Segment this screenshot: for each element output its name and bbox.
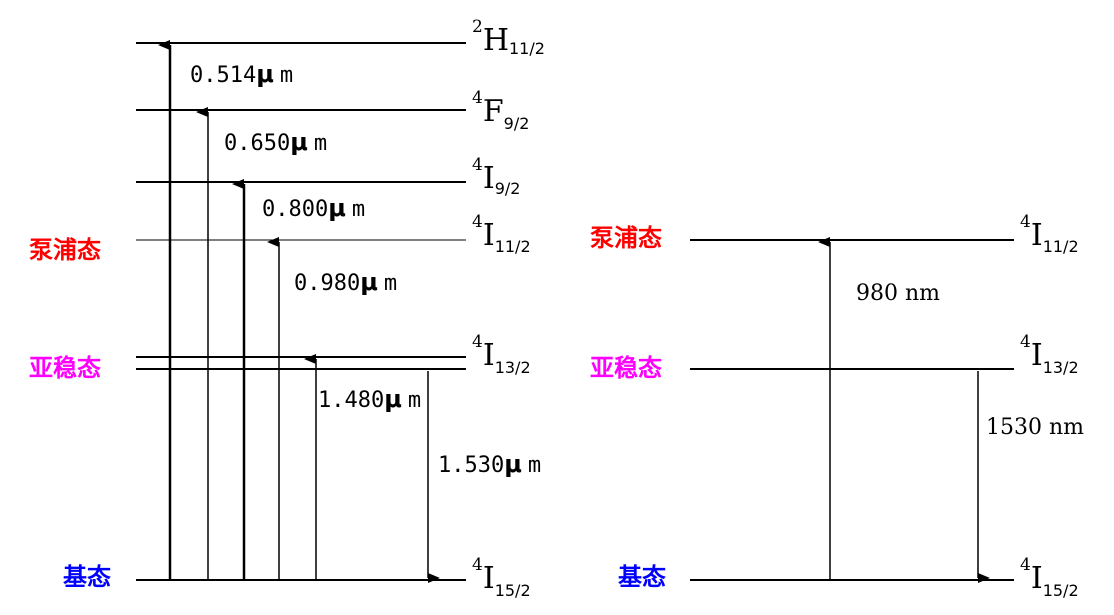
state-label-ground: 基态 [63, 563, 111, 591]
level-label-i13-2: 4I13/2 [472, 332, 531, 377]
left-diagram: 泵浦态 亚稳态 基态 2H11/2 4F9/2 4I9/2 4I11/2 4I1… [29, 17, 545, 600]
state-label-metastable: 亚稳态 [29, 354, 101, 382]
level-label-i15-2: 4I15/2 [472, 555, 531, 600]
right-state-label-ground: 基态 [618, 563, 666, 591]
right-level-label-i11-2: 4I11/2 [1020, 212, 1079, 256]
right-level-label-i15-2: 4I15/2 [1020, 555, 1079, 600]
right-wavelength-label-980nm: 980 nm [856, 281, 940, 306]
level-label-i11-2: 4I11/2 [472, 212, 531, 256]
right-state-label-pump: 泵浦态 [590, 224, 662, 252]
right-level-label-i13-2: 4I13/2 [1020, 332, 1079, 377]
right-diagram: 泵浦态 亚稳态 基态 4I11/2 4I13/2 4I15/2 980 nm 1… [590, 212, 1084, 600]
right-wavelength-label-1530nm: 1530 nm [986, 415, 1084, 440]
state-label-pump: 泵浦态 [29, 236, 101, 264]
level-label-h11-2: 2H11/2 [472, 17, 545, 58]
level-label-f9-2: 4F9/2 [472, 88, 529, 133]
level-label-i9-2: 4I9/2 [472, 155, 520, 198]
right-state-label-metastable: 亚稳态 [590, 354, 662, 382]
